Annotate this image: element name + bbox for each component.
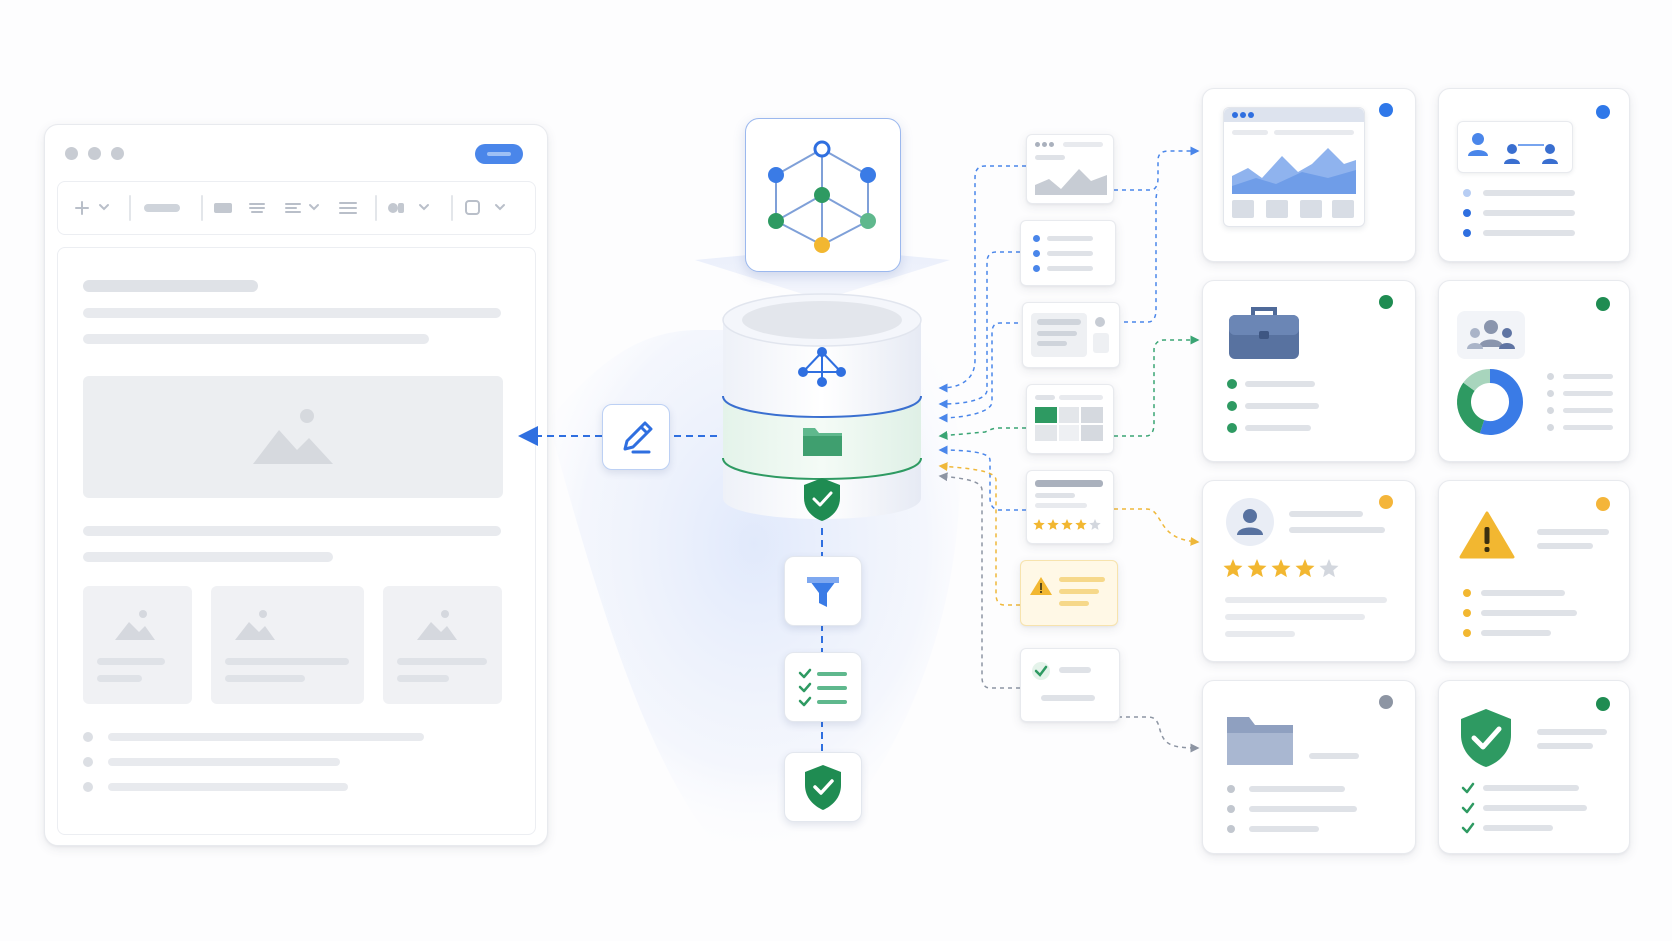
star-icon: [1319, 559, 1339, 578]
pencil-icon: [623, 421, 653, 454]
thumb-review[interactable]: [1026, 470, 1114, 544]
editor-toolbar: [57, 181, 536, 235]
star-icon: [1247, 559, 1267, 578]
status-dot: [1379, 695, 1393, 709]
star-icon: [1061, 519, 1073, 530]
graph-network-card[interactable]: [745, 118, 901, 272]
check-icon: [1032, 662, 1050, 680]
edit-node[interactable]: [602, 404, 670, 470]
graph-network-icon: [768, 140, 876, 253]
thumbnail-card: [383, 586, 502, 704]
star-icon: [1075, 519, 1087, 530]
filter-icon: [807, 577, 839, 607]
thumb-table[interactable]: [1026, 384, 1114, 454]
star-icon: [1033, 519, 1045, 530]
donut-segment: [1457, 382, 1485, 434]
list-bullet: [83, 782, 93, 792]
filter-node[interactable]: [784, 556, 862, 626]
thumb-approved[interactable]: [1020, 648, 1120, 722]
dashboard-chart-icon: [1232, 148, 1356, 194]
alert-card[interactable]: [1438, 480, 1630, 662]
people-connect-icon: [1468, 133, 1558, 164]
review-card[interactable]: [1202, 480, 1416, 662]
warning-icon: [1030, 577, 1052, 595]
status-dot: [1596, 697, 1610, 711]
donut-segment: [1463, 369, 1491, 392]
primary-pill-button[interactable]: [475, 144, 523, 164]
status-dot: [1379, 295, 1393, 309]
star-icon: [1295, 559, 1315, 578]
briefcase-icon: [1229, 307, 1299, 359]
checklist-node[interactable]: [784, 652, 862, 722]
shield-check-icon: [804, 478, 840, 521]
window-dot-icon: [111, 147, 124, 160]
star-icon: [1223, 559, 1243, 578]
thumbnail-card: [83, 586, 192, 704]
check-icon: [1461, 782, 1475, 834]
star-icon: [1271, 559, 1291, 578]
image-placeholder-icon: [235, 610, 275, 640]
warning-icon: [1459, 511, 1515, 559]
status-dot: [1596, 497, 1610, 511]
toolbar-icons: [75, 195, 505, 221]
doc-text-line: [83, 526, 501, 536]
doc-text-line: [108, 783, 348, 791]
thumb-dashboard[interactable]: [1026, 134, 1114, 204]
shield-check-icon: [805, 765, 841, 810]
doc-text-line: [83, 334, 429, 344]
star-rating: [1223, 559, 1339, 578]
status-dot: [1379, 495, 1393, 509]
user-avatar-icon: [1226, 498, 1274, 546]
list-bullet: [83, 757, 93, 767]
status-dot: [1379, 103, 1393, 117]
status-dot: [1596, 105, 1610, 119]
dashboard-card[interactable]: [1202, 88, 1416, 262]
people-group-icon: [1467, 320, 1515, 349]
doc-text-line: [83, 308, 501, 318]
thumb-form[interactable]: [1022, 302, 1120, 368]
star-icon: [1047, 519, 1059, 530]
thumb-list[interactable]: [1020, 220, 1116, 286]
graph-network-icon: [798, 347, 846, 387]
doc-text-line: [108, 758, 340, 766]
folder-icon: [803, 428, 842, 456]
document-canvas: [57, 247, 536, 835]
checklist-icon: [798, 668, 847, 707]
image-placeholder-icon: [417, 610, 457, 640]
image-placeholder-icon: [115, 610, 155, 640]
thumb-warning[interactable]: [1020, 560, 1118, 626]
work-card[interactable]: [1202, 280, 1416, 462]
doc-title-line: [83, 280, 258, 292]
image-placeholder: [83, 376, 503, 498]
files-card[interactable]: [1202, 680, 1416, 854]
security-node[interactable]: [784, 752, 862, 822]
star-rating: [1033, 519, 1101, 530]
editor-window: [44, 124, 548, 846]
folder-icon: [1227, 717, 1293, 765]
doc-text-line: [83, 552, 333, 562]
list-bullet: [83, 732, 93, 742]
image-placeholder-icon: [253, 409, 333, 464]
doc-text-line: [108, 733, 424, 741]
donut-chart-icon: [1457, 369, 1523, 435]
status-dot: [1596, 297, 1610, 311]
analytics-card[interactable]: [1438, 280, 1630, 462]
team-card[interactable]: [1438, 88, 1630, 262]
shield-check-icon: [1461, 709, 1511, 767]
database-stack: [722, 293, 922, 521]
window-dot-icon: [88, 147, 101, 160]
window-dot-icon: [65, 147, 78, 160]
donut-segment: [1479, 369, 1523, 435]
security-card[interactable]: [1438, 680, 1630, 854]
thumbnail-card: [211, 586, 364, 704]
area-chart-icon: [1035, 169, 1107, 195]
star-icon: [1089, 519, 1101, 530]
